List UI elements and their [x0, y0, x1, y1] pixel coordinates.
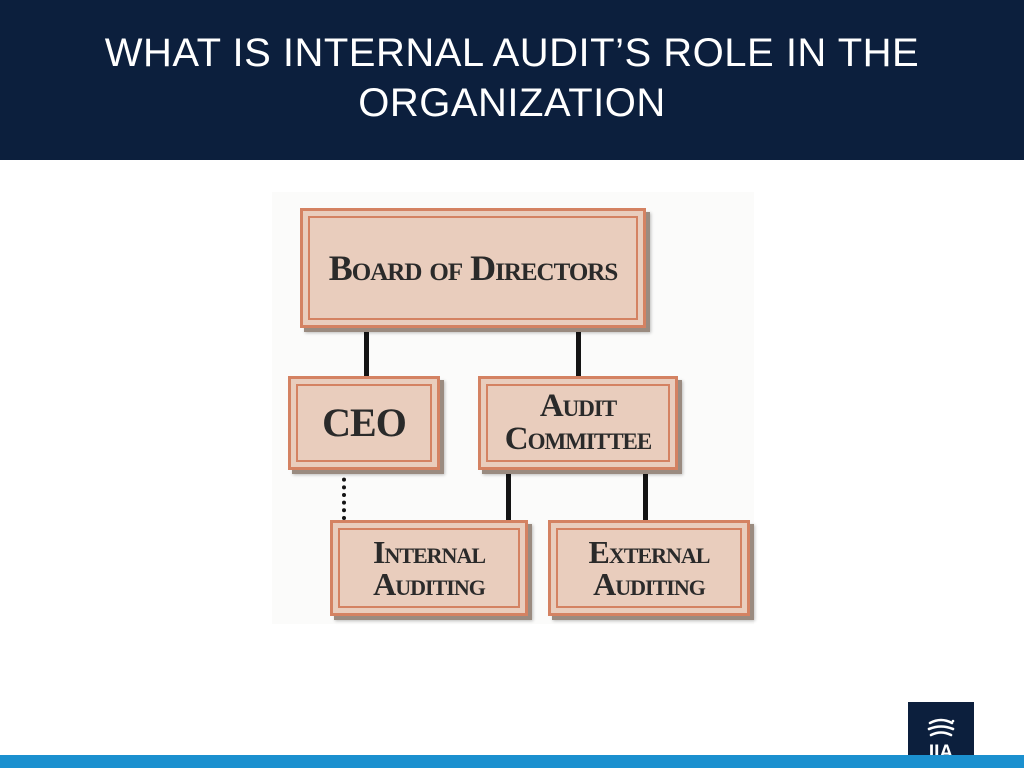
internal-auditing-label-line2: Auditing: [373, 566, 486, 602]
box-inner-border: [338, 528, 520, 608]
box-inner-border: [486, 384, 670, 462]
ceo-label: CEO: [322, 400, 407, 445]
connector-board-audit-committee: [576, 328, 581, 376]
external-auditing-label: External Auditing: [588, 534, 711, 602]
slide-title: WHAT IS INTERNAL AUDIT’S ROLE IN THE ORG…: [104, 31, 920, 125]
external-auditing-label-line2: Auditing: [593, 566, 706, 602]
connector-audit-committee-internal: [506, 470, 511, 520]
board-of-directors-box: Board of Directors: [300, 208, 646, 328]
org-chart: Board of Directors CEO Audit Committee I…: [272, 192, 754, 624]
board-of-directors-label: Board of Directors: [328, 248, 618, 288]
box-inner-border: [296, 384, 432, 462]
footer-accent-bar: [0, 755, 1024, 768]
iia-globe-icon: [927, 718, 955, 737]
ceo-box: CEO: [288, 376, 440, 470]
internal-auditing-label: Internal Auditing: [372, 534, 486, 602]
title-banner: WHAT IS INTERNAL AUDIT’S ROLE IN THE ORG…: [0, 0, 1024, 160]
connector-ceo-internal-dotted: [342, 470, 346, 520]
external-auditing-box: External Auditing: [548, 520, 750, 616]
audit-committee-label: Audit Committee: [504, 388, 652, 457]
connector-board-ceo: [364, 328, 369, 376]
audit-committee-label-line2: Committee: [504, 421, 652, 457]
box-inner-border: [556, 528, 742, 608]
internal-auditing-label-line1: Internal: [372, 534, 486, 570]
audit-committee-label-line1: Audit: [539, 388, 617, 424]
external-auditing-label-line1: External: [588, 534, 711, 570]
connector-audit-committee-external: [643, 470, 648, 520]
internal-auditing-box: Internal Auditing: [330, 520, 528, 616]
audit-committee-box: Audit Committee: [478, 376, 678, 470]
box-inner-border: [308, 216, 638, 320]
